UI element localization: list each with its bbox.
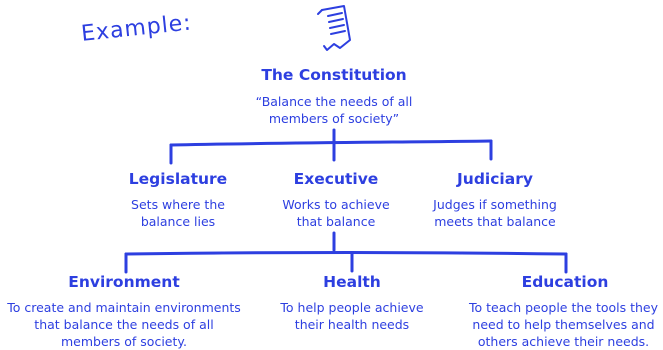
- connector-branch-bar: [169, 139, 493, 147]
- health-desc-line-2: their health needs: [294, 317, 410, 332]
- environment-desc-line-2: that balance the needs of all: [34, 317, 214, 332]
- judiciary-desc: Judges if something meets that balance: [410, 196, 580, 230]
- root-desc: “Balance the needs of all members of soc…: [224, 93, 444, 127]
- education-desc-line-3: others achieve their needs.: [477, 334, 650, 349]
- executive-desc-line-1: Works to achieve: [282, 197, 390, 212]
- education-title: Education: [521, 273, 609, 291]
- legislature-desc: Sets where the balance lies: [103, 196, 253, 230]
- executive-desc: Works to achieve that balance: [256, 196, 416, 230]
- environment-desc-line-1: To create and maintain environments: [7, 300, 241, 315]
- health-desc-line-1: To help people achieve: [280, 300, 424, 315]
- judiciary-desc-line-1: Judges if something: [433, 197, 557, 212]
- legislature-desc-line-2: balance lies: [140, 214, 216, 229]
- environment-desc: To create and maintain environments that…: [2, 299, 246, 350]
- environment-title: Environment: [68, 273, 180, 291]
- root-desc-line-2: members of society”: [268, 111, 400, 126]
- root-desc-line-1: “Balance the needs of all: [255, 94, 413, 109]
- judiciary-title: Judiciary: [457, 170, 533, 188]
- scroll-document-icon: [317, 5, 351, 51]
- education-desc-line-1: To teach people the tools they: [468, 300, 659, 315]
- legislature-desc-line-1: Sets where the: [131, 197, 225, 212]
- executive-title: Executive: [293, 170, 379, 188]
- education-desc: To teach people the tools they need to h…: [464, 299, 663, 350]
- root-title: The Constitution: [261, 66, 407, 84]
- education-desc-line-2: need to help themselves and: [472, 317, 655, 332]
- health-desc: To help people achieve their health need…: [272, 299, 432, 333]
- health-title: Health: [323, 273, 381, 291]
- executive-desc-line-2: that balance: [296, 214, 376, 229]
- environment-desc-line-3: members of society.: [60, 334, 187, 349]
- legislature-title: Legislature: [128, 170, 228, 188]
- judiciary-desc-line-2: meets that balance: [434, 214, 556, 229]
- connector-leaf-bar: [124, 251, 568, 256]
